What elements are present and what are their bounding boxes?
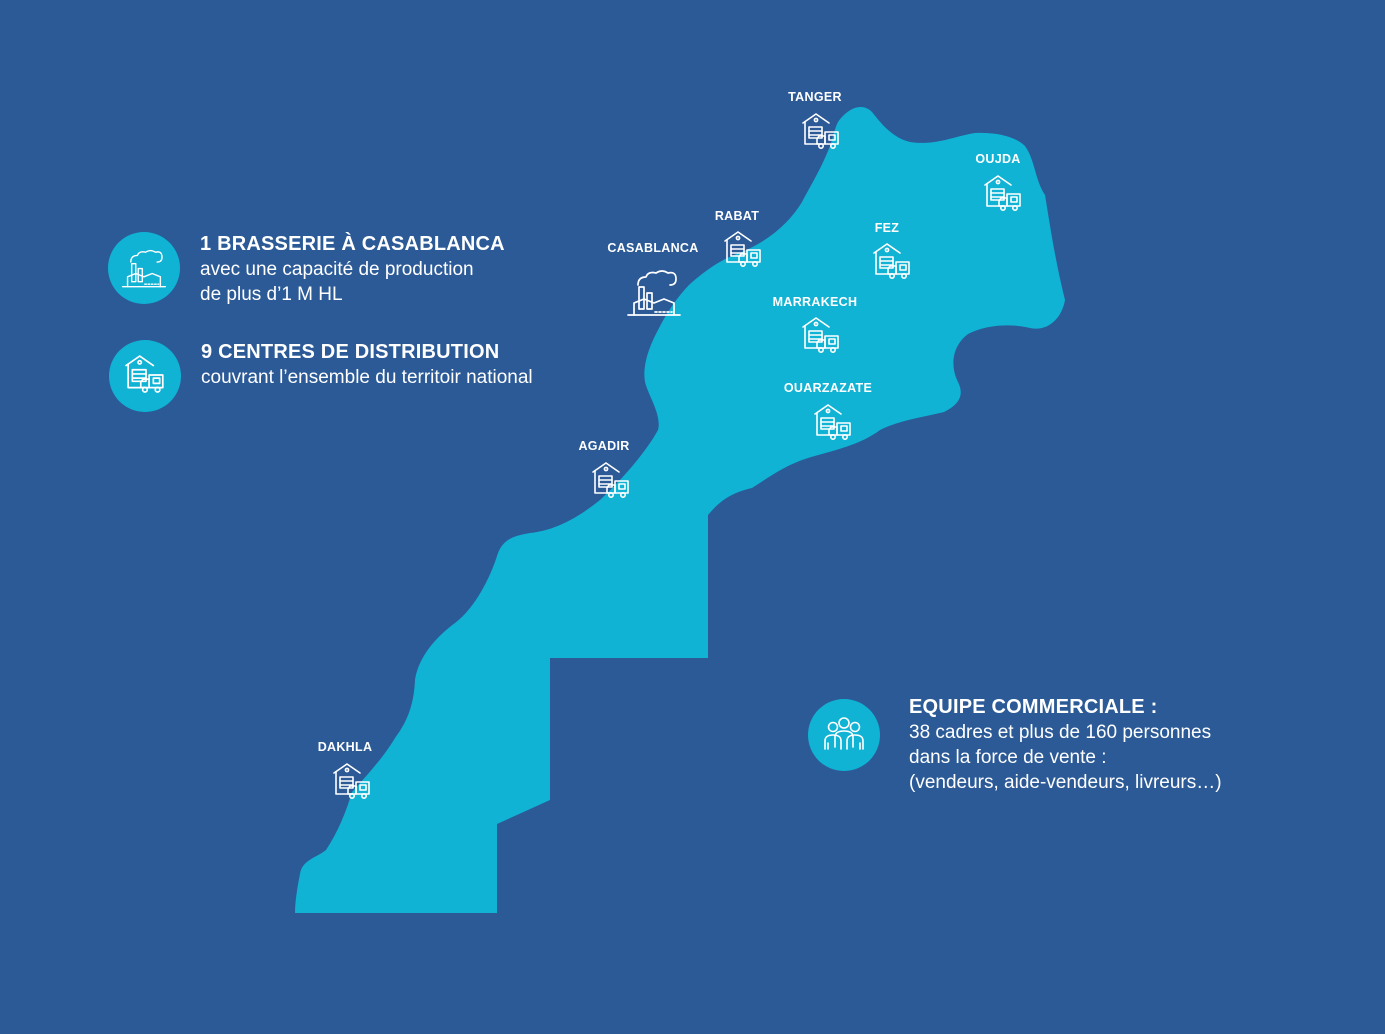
- sales-team-icon: [824, 717, 864, 750]
- distribution-center-icon: [802, 113, 839, 149]
- city-label-marrakech: MARRAKECH: [773, 295, 858, 309]
- brewery-badge: [108, 232, 180, 304]
- distribution-badge: [109, 340, 181, 412]
- country-shape: [295, 107, 1065, 914]
- city-label-rabat: RABAT: [715, 209, 759, 223]
- city-label-fez: FEZ: [875, 221, 900, 235]
- distribution-info: 9 CENTRES DE DISTRIBUTION couvrant l’ens…: [201, 340, 533, 390]
- brewery-icon: [121, 249, 166, 288]
- sales-badge: [808, 699, 880, 771]
- sales-line-1: 38 cadres et plus de 160 personnes: [909, 722, 1212, 743]
- city-label-casablanca: CASABLANCA: [607, 241, 698, 255]
- brewery-info: 1 BRASSERIE À CASABLANCA avec une capaci…: [200, 232, 505, 307]
- city-label-oujda: OUJDA: [975, 152, 1020, 166]
- city-label-dakhla: DAKHLA: [318, 740, 373, 754]
- sales-line-2: dans la force de vente :: [909, 747, 1107, 768]
- sales-info: EQUIPE COMMERCIALE : 38 cadres et plus d…: [909, 695, 1222, 795]
- brewery-line-1: avec une capacité de production: [200, 259, 474, 280]
- brewery-title: 1 BRASSERIE À CASABLANCA: [200, 233, 505, 255]
- sales-title: EQUIPE COMMERCIALE :: [909, 696, 1158, 718]
- distribution-line-1: couvrant l’ensemble du territoir nationa…: [201, 367, 533, 388]
- sales-line-3: (vendeurs, aide-vendeurs, livreurs…): [909, 772, 1222, 793]
- city-label-tanger: TANGER: [788, 90, 842, 104]
- distribution-title: 9 CENTRES DE DISTRIBUTION: [201, 341, 500, 363]
- city-label-agadir: AGADIR: [578, 439, 629, 453]
- brewery-line-2: de plus d’1 M HL: [200, 284, 343, 305]
- city-label-ouarzazate: OUARZAZATE: [784, 381, 872, 395]
- distribution-center-icon: [125, 355, 164, 393]
